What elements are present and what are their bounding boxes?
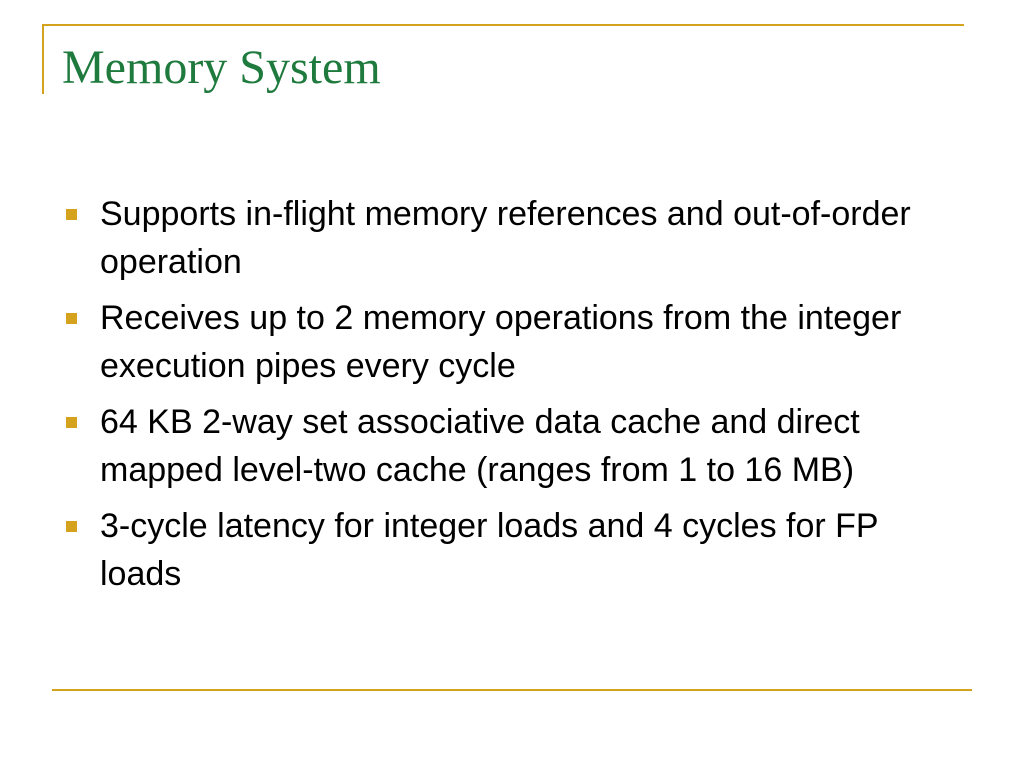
bottom-rule-divider [52,689,972,691]
bullet-text: Supports in-flight memory references and… [100,195,911,281]
slide-title: Memory System [62,41,381,94]
square-bullet-icon [66,521,77,532]
bullet-item: Supports in-flight memory references and… [62,190,942,286]
bullet-item: Receives up to 2 memory operations from … [62,294,942,390]
bullet-item: 64 KB 2-way set associative data cache a… [62,398,942,494]
top-rule-divider [42,24,964,26]
bullet-text: 3-cycle latency for integer loads and 4 … [100,507,878,593]
left-rule-divider [42,24,44,94]
bullet-item: 3-cycle latency for integer loads and 4 … [62,502,942,598]
square-bullet-icon [66,209,77,220]
square-bullet-icon [66,313,77,324]
bullet-list: Supports in-flight memory references and… [62,190,942,606]
bullet-text: Receives up to 2 memory operations from … [100,299,902,385]
square-bullet-icon [66,417,77,428]
bullet-text: 64 KB 2-way set associative data cache a… [100,403,860,489]
